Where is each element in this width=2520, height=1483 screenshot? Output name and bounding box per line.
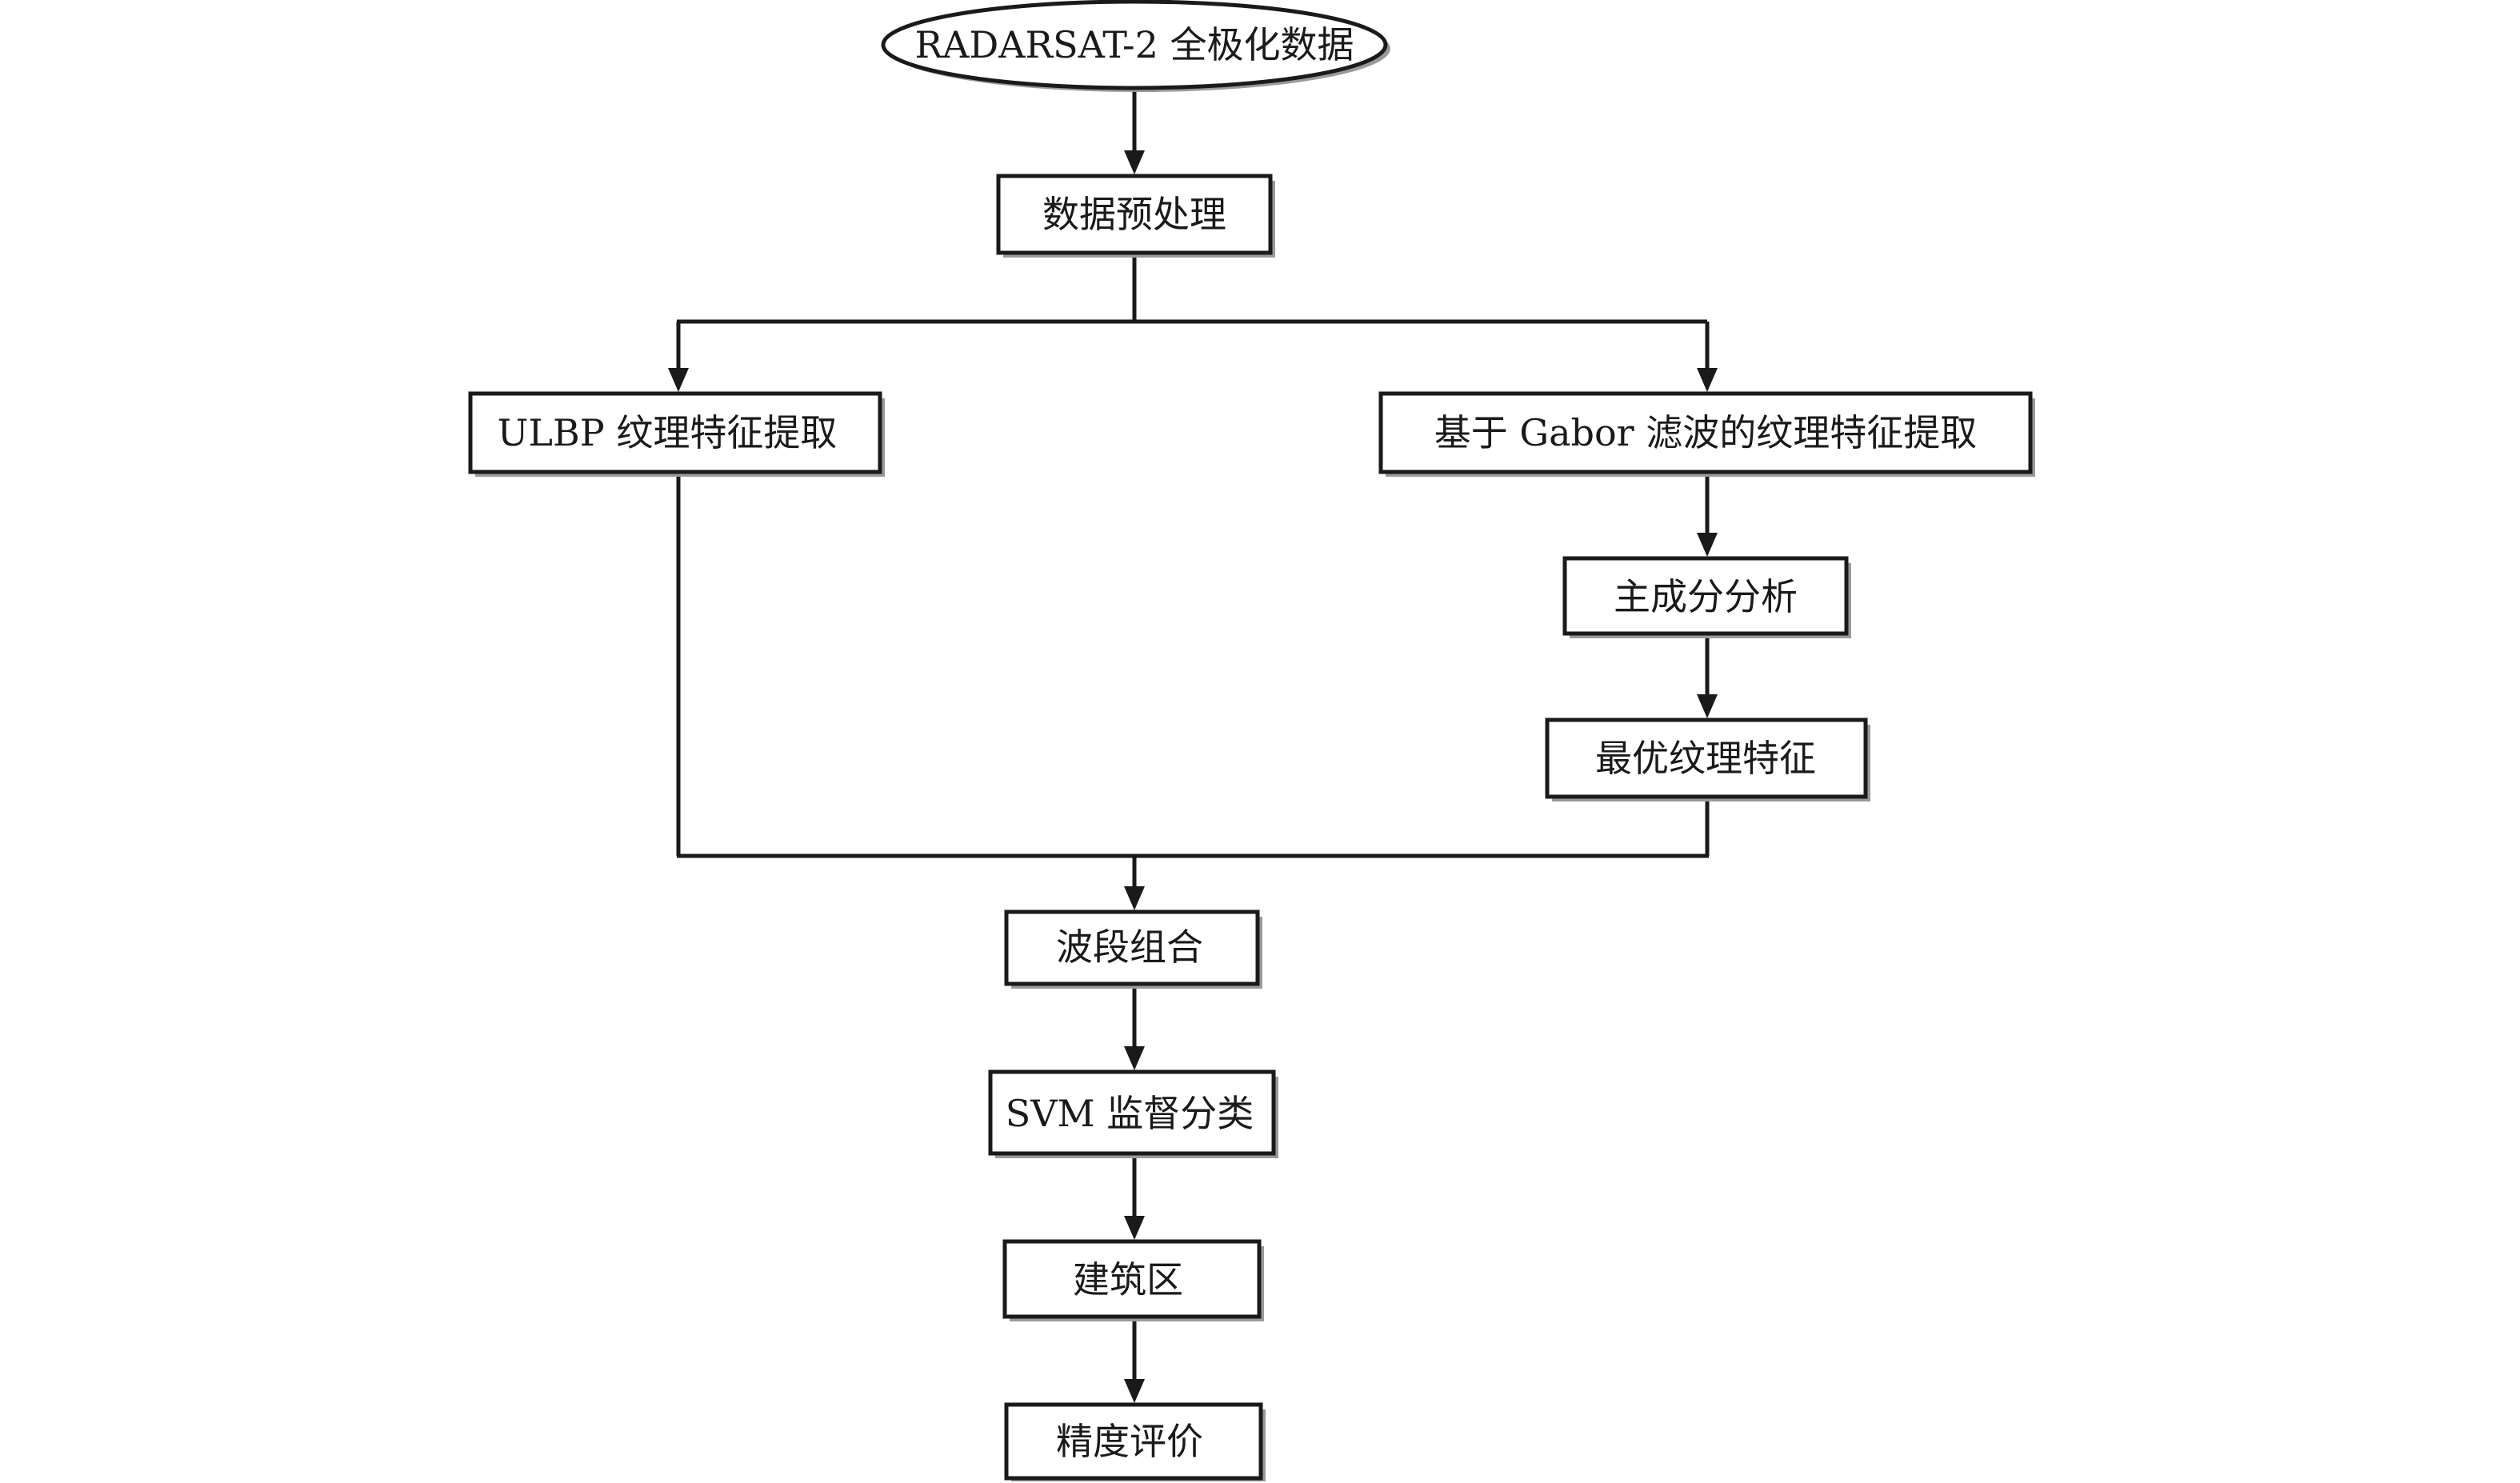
node-optimal-label: 最优纹理特征 bbox=[1595, 737, 1816, 780]
node-preprocess-label: 数据预处理 bbox=[1042, 193, 1226, 236]
node-gabor: 基于 Gabor 滤波的纹理特征提取 bbox=[1378, 391, 2035, 477]
node-band-combo: 波段组合 bbox=[1004, 909, 1262, 989]
node-accuracy: 精度评价 bbox=[1004, 1402, 1266, 1481]
node-preprocess: 数据预处理 bbox=[996, 174, 1275, 258]
flowchart-connectors bbox=[668, 90, 1718, 1403]
node-band-combo-label: 波段组合 bbox=[1056, 925, 1203, 969]
node-built-up: 建筑区 bbox=[1002, 1239, 1264, 1321]
node-pca-label: 主成分分析 bbox=[1614, 575, 1798, 618]
arrow-into-pca bbox=[1697, 533, 1718, 557]
node-input-label: RADARSAT-2 全极化数据 bbox=[915, 23, 1354, 66]
node-gabor-label: 基于 Gabor 滤波的纹理特征提取 bbox=[1434, 411, 1978, 454]
arrow-into-ulbp bbox=[668, 368, 689, 392]
node-input: RADARSAT-2 全极化数据 bbox=[881, 0, 1390, 92]
arrow-into-accuracy bbox=[1124, 1379, 1145, 1403]
node-svm: SVM 监督分类 bbox=[988, 1069, 1278, 1158]
arrow-into-gabor bbox=[1697, 368, 1718, 392]
node-pca: 主成分分析 bbox=[1562, 556, 1851, 638]
node-optimal: 最优纹理特征 bbox=[1545, 718, 1870, 801]
flowchart-nodes: RADARSAT-2 全极化数据 数据预处理 ULBP 纹理特征提取 基于 Ga… bbox=[468, 0, 2035, 1481]
arrow-into-built-up bbox=[1124, 1216, 1145, 1240]
node-svm-label: SVM 监督分类 bbox=[1006, 1092, 1254, 1135]
node-ulbp-label: ULBP 纹理特征提取 bbox=[498, 411, 838, 454]
arrow-into-preprocess bbox=[1124, 150, 1145, 174]
arrow-into-svm bbox=[1124, 1046, 1145, 1070]
arrow-into-band-combo bbox=[1124, 886, 1145, 910]
arrow-into-optimal bbox=[1697, 694, 1718, 718]
node-built-up-label: 建筑区 bbox=[1073, 1258, 1183, 1301]
node-accuracy-label: 精度评价 bbox=[1056, 1420, 1203, 1463]
node-ulbp: ULBP 纹理特征提取 bbox=[468, 391, 885, 477]
